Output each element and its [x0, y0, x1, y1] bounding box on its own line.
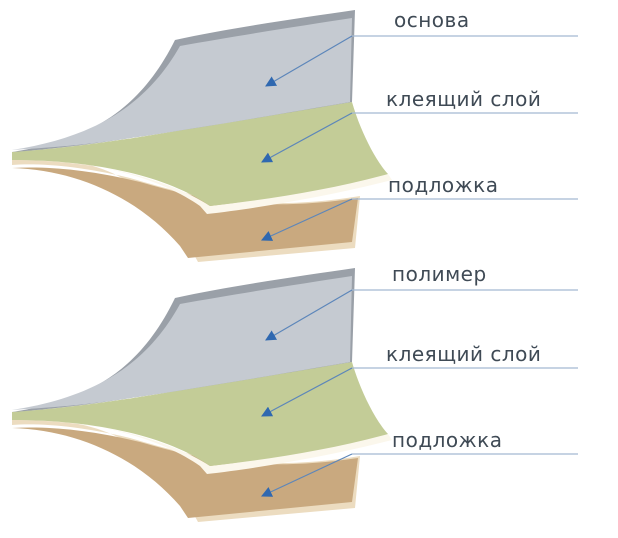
- bottom-adhesive-arrow: [261, 367, 353, 417]
- bottom-polymer-label: полимер: [392, 262, 487, 286]
- bottom-polymer-layer: [12, 276, 352, 410]
- top-adhesive-layer: [12, 102, 388, 206]
- top-base-label: основа: [394, 8, 470, 32]
- bottom-adhesive-layer: [12, 362, 388, 466]
- top-substrate-arrow: [261, 198, 353, 241]
- bottom-separator: [12, 419, 392, 474]
- leader-lines: [352, 35, 578, 455]
- bottom-stack: [12, 268, 392, 522]
- bottom-substrate-arrow: [261, 453, 353, 497]
- top-separator: [12, 159, 392, 214]
- bottom-polymer-arrow: [265, 289, 353, 341]
- bottom-adhesive-label: клеящий слой: [386, 342, 542, 366]
- pointer-arrows: [261, 35, 353, 497]
- top-substrate-label: подложка: [388, 173, 499, 197]
- top-stack: [12, 10, 392, 262]
- top-adhesive-label: клеящий слой: [386, 87, 542, 111]
- bottom-substrate-label: подложка: [392, 428, 503, 452]
- top-adhesive-arrow: [261, 112, 353, 163]
- top-base-layer: [12, 18, 352, 150]
- top-base-arrow: [265, 35, 353, 87]
